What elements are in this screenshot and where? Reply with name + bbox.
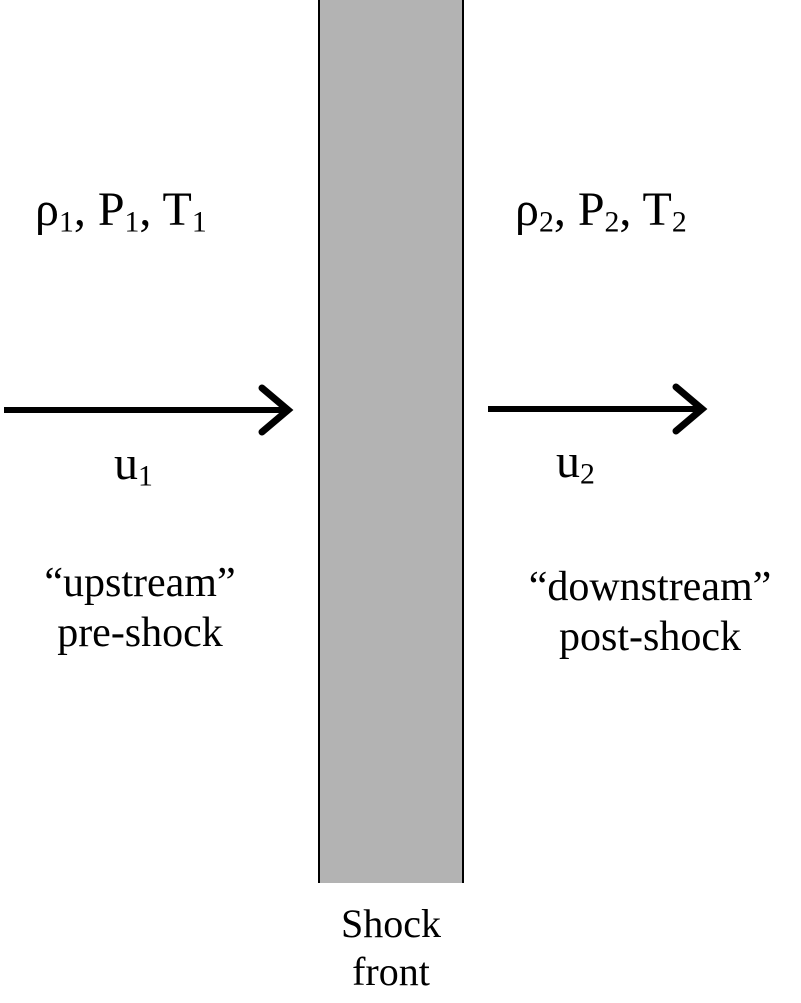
upstream-quote-label: “upstream”	[44, 560, 236, 606]
downstream-velocity-subscript: 2	[580, 457, 595, 491]
shock-caption-line1: Shock	[341, 901, 441, 946]
upstream-flow-arrow-icon	[4, 384, 294, 436]
separator: ,	[139, 183, 163, 236]
upstream-pressure-symbol: P	[97, 183, 125, 236]
separator: ,	[553, 183, 578, 236]
pre-shock-label: pre-shock	[57, 610, 223, 657]
upstream-temperature-symbol: T	[162, 183, 192, 236]
upstream-velocity-symbol: u	[114, 437, 138, 490]
upstream-velocity-label: u1	[114, 437, 153, 491]
upstream-pressure-subscript: 1	[124, 205, 140, 239]
downstream-temperature-symbol: T	[642, 183, 672, 236]
downstream-quote-label: “downstream”	[528, 564, 772, 610]
downstream-region-label: “downstream” post-shock	[500, 562, 800, 663]
downstream-velocity-label: u2	[556, 435, 595, 489]
post-shock-label: post-shock	[559, 614, 741, 661]
upstream-density-subscript: 1	[58, 205, 74, 239]
downstream-velocity-symbol: u	[556, 435, 580, 488]
downstream-pressure-subscript: 2	[604, 205, 620, 239]
downstream-temperature-subscript: 2	[671, 205, 687, 239]
upstream-state-variables: ρ1, P1, T1	[35, 183, 207, 237]
downstream-density-symbol: ρ	[515, 183, 539, 236]
downstream-pressure-symbol: P	[577, 183, 605, 236]
upstream-region-label: “upstream” pre-shock	[20, 558, 260, 659]
upstream-temperature-subscript: 1	[191, 205, 207, 239]
downstream-density-subscript: 2	[538, 205, 554, 239]
shock-caption-line2: front	[352, 949, 430, 994]
separator: ,	[619, 183, 643, 236]
upstream-density-symbol: ρ	[35, 183, 59, 236]
shock-front-caption: Shock front	[318, 900, 464, 996]
downstream-flow-arrow-icon	[488, 383, 708, 435]
downstream-state-variables: ρ2, P2, T2	[515, 183, 687, 237]
shock-front-band	[318, 0, 464, 883]
separator: ,	[73, 183, 98, 236]
upstream-velocity-subscript: 1	[138, 459, 153, 493]
